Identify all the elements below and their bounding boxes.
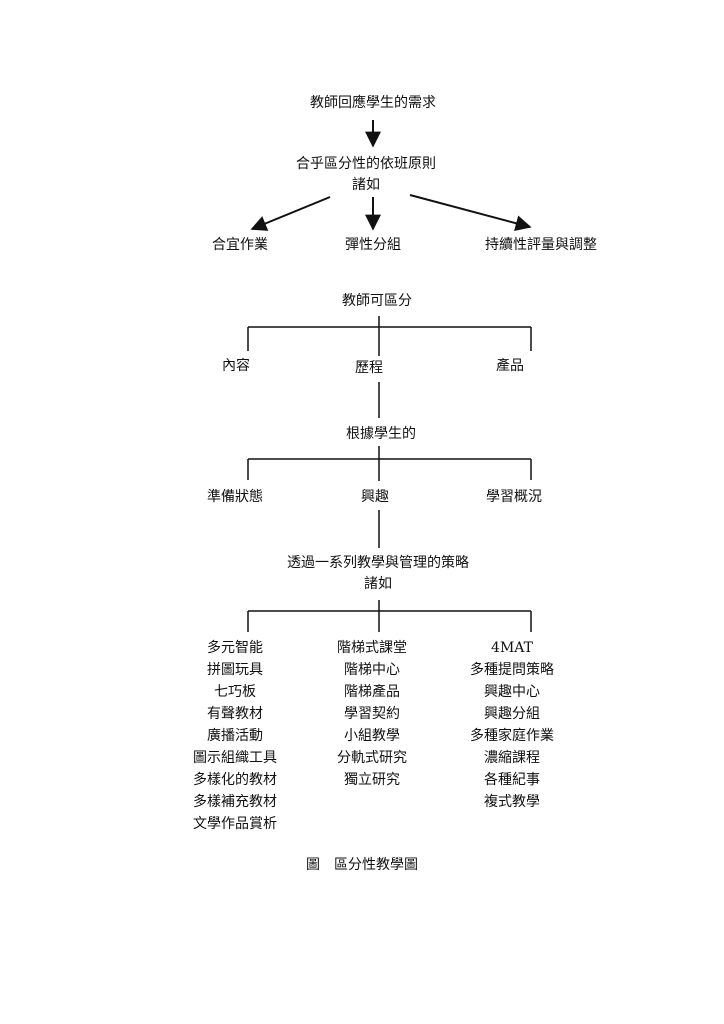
top-node: 教師回應學生的需求 <box>310 95 436 111</box>
principle-item: 彈性分組 <box>345 237 401 253</box>
strategy-item: 4MAT <box>491 640 533 656</box>
strategy-item: 階梯中心 <box>344 662 400 678</box>
arrow-left <box>250 196 331 231</box>
caption-title: 區分性教學圖 <box>334 857 418 873</box>
strategy-item: 多種家庭作業 <box>470 728 554 744</box>
strategy-item: 多樣補充教材 <box>193 794 277 810</box>
student-factor: 學習概況 <box>486 489 542 505</box>
strategy-item: 七巧板 <box>214 684 256 700</box>
differentiate-item: 歷程 <box>355 360 383 376</box>
strategy-item: 階梯式課堂 <box>337 640 407 656</box>
strategy-item: 多樣化的教材 <box>193 772 277 788</box>
strategy-item: 複式教學 <box>484 794 540 810</box>
student-factor: 準備狀態 <box>207 489 263 505</box>
teacher-can-differentiate: 教師可區分 <box>342 293 412 309</box>
principle-item: 合宜作業 <box>212 237 268 253</box>
strategy-item: 濃縮課程 <box>484 750 540 766</box>
differentiate-item: 內容 <box>222 358 250 374</box>
bracket-student-factors <box>247 446 532 548</box>
strategy-item: 廣播活動 <box>207 728 263 744</box>
caption-label: 圖 <box>306 857 320 873</box>
strategy-item: 各種紀事 <box>484 772 540 788</box>
principles-such-as: 諸如 <box>352 177 380 193</box>
strategy-column-left: 多元智能 拼圖玩具 七巧板 有聲教材 廣播活動 圖示組織工具 多樣化的教材 多樣… <box>193 637 277 835</box>
strategy-item: 獨立研究 <box>344 772 400 788</box>
principles-heading: 合乎區分性的依班原則 <box>296 156 436 172</box>
strategy-item: 圖示組織工具 <box>193 750 277 766</box>
bracket-strategies <box>247 600 532 632</box>
figure-caption: 圖區分性教學圖 <box>306 856 418 874</box>
principle-item: 持續性評量與調整 <box>485 237 597 253</box>
strategy-item: 興趣分組 <box>484 706 540 722</box>
arrow-right <box>409 194 532 232</box>
strategy-column-right: 4MAT 多種提問策略 興趣中心 興趣分組 多種家庭作業 濃縮課程 各種紀事 複… <box>470 637 554 813</box>
strategy-item: 有聲教材 <box>207 706 263 722</box>
strategy-item: 拼圖玩具 <box>207 662 263 678</box>
strategy-item: 學習契約 <box>344 706 400 722</box>
based-on-students: 根據學生的 <box>346 426 416 442</box>
student-factor: 興趣 <box>361 489 389 505</box>
strategy-item: 多種提問策略 <box>470 662 554 678</box>
strategy-item: 小組教學 <box>344 728 400 744</box>
strategy-item: 多元智能 <box>207 640 263 656</box>
differentiate-item: 產品 <box>496 358 524 374</box>
strategy-item: 分軌式研究 <box>337 750 407 766</box>
strategy-item: 文學作品賞析 <box>193 816 277 832</box>
strategy-column-center: 階梯式課堂 階梯中心 階梯產品 學習契約 小組教學 分軌式研究 獨立研究 <box>337 637 407 791</box>
strategies-such-as: 諸如 <box>364 576 392 592</box>
strategies-heading: 透過一系列教學與管理的策略 <box>287 555 469 571</box>
bracket-differentiate <box>247 316 532 418</box>
strategy-item: 階梯產品 <box>344 684 400 700</box>
strategy-item: 興趣中心 <box>484 684 540 700</box>
